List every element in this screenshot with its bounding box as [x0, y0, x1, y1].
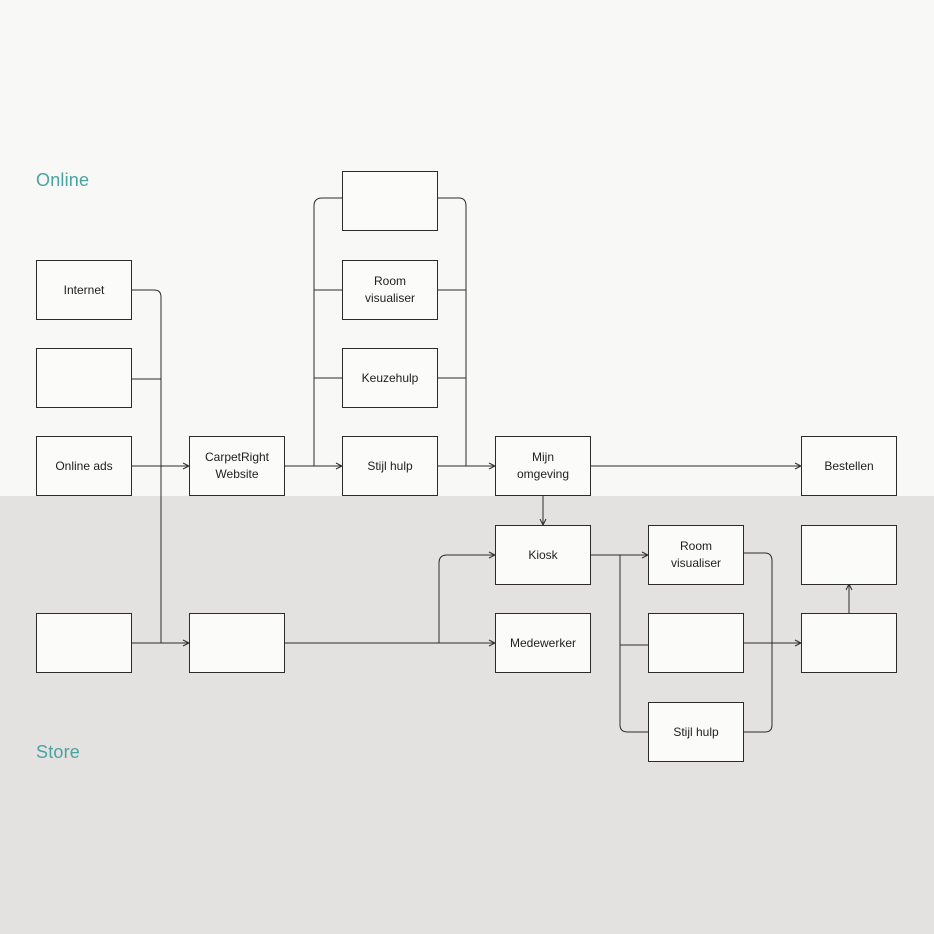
node-bestellen: Bestellen [801, 436, 897, 496]
node-store-end-top-blank [801, 525, 897, 585]
node-medewerker: Medewerker [495, 613, 591, 673]
store-lane-label: Store [36, 742, 81, 762]
node-store-entry-blank [189, 613, 285, 673]
node-keuzehulp: Keuzehulp [342, 348, 438, 408]
node-room-visualiser-online: Room visualiser [342, 260, 438, 320]
node-stijl-hulp-online: Stijl hulp [342, 436, 438, 496]
node-store-tool-blank [648, 613, 744, 673]
node-online-ads: Online ads [36, 436, 132, 496]
node-online-tool-blank [342, 171, 438, 231]
node-kiosk: Kiosk [495, 525, 591, 585]
node-stijl-hulp-store: Stijl hulp [648, 702, 744, 762]
node-store-end-blank [801, 613, 897, 673]
online-lane [0, 0, 934, 496]
store-lane [0, 496, 934, 934]
node-store-source-blank [36, 613, 132, 673]
node-room-visualiser-store: Room visualiser [648, 525, 744, 585]
online-lane-label: Online [36, 170, 90, 190]
node-internet: Internet [36, 260, 132, 320]
node-source-blank [36, 348, 132, 408]
node-mijn-omgeving: Mijn omgeving [495, 436, 591, 496]
node-website: CarpetRight Website [189, 436, 285, 496]
